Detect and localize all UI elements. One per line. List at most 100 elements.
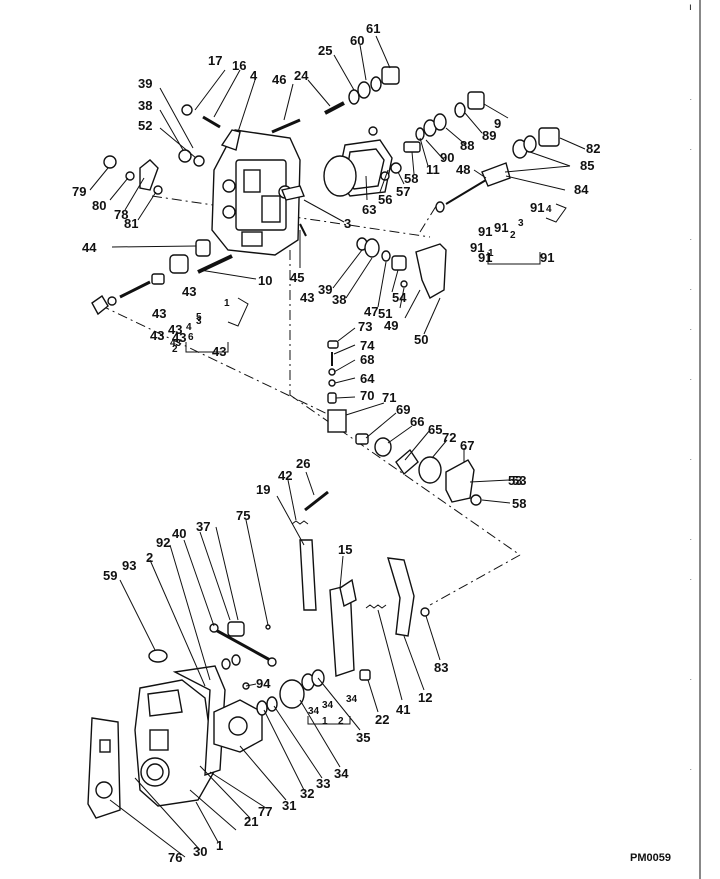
part-number-25: 25 — [318, 43, 332, 58]
lower-pump-assembly — [87, 490, 430, 819]
part-number-39: 39 — [138, 76, 152, 91]
group-label-g34-0: 34 — [308, 706, 320, 717]
part-number-34: 34 — [334, 766, 349, 781]
svg-text:.: . — [689, 535, 693, 542]
part-number-70: 70 — [360, 388, 374, 403]
part-number-41: 41 — [396, 702, 410, 717]
part-number-78: 78 — [114, 207, 128, 222]
part-number-24: 24 — [294, 68, 309, 83]
part-number-84: 84 — [574, 182, 589, 197]
part-number-81: 81 — [124, 216, 138, 231]
svg-text:.: . — [689, 765, 693, 772]
group-label-g43-0: 43 — [182, 284, 196, 299]
part-number-4: 4 — [250, 68, 258, 83]
part-number-11: 11 — [426, 162, 440, 177]
part-number-73: 73 — [358, 319, 372, 334]
group-label-g91-4: 91 — [478, 250, 492, 265]
part-number-56: 56 — [378, 192, 392, 207]
corner-mark: ı — [689, 2, 692, 13]
part-number-67: 67 — [460, 438, 474, 453]
part-number-15: 15 — [338, 542, 352, 557]
svg-text:.: . — [689, 575, 693, 582]
group-label-g91-6: 3 — [518, 218, 524, 229]
part-number-43: 43 — [300, 290, 314, 305]
part-number-75: 75 — [236, 508, 250, 523]
svg-text:.: . — [689, 285, 693, 292]
part-number-57: 57 — [396, 184, 410, 199]
part-number-50: 50 — [414, 332, 428, 347]
part-number-89: 89 — [482, 128, 496, 143]
group-label-g43-1: 43 — [152, 306, 166, 321]
part-number-91: 91 — [540, 250, 554, 265]
group-label-g34-2: 34 — [346, 694, 358, 705]
part-number-82: 82 — [586, 141, 600, 156]
part-number-1: 1 — [216, 838, 223, 853]
group-label-g91-1: 91 — [478, 224, 492, 239]
part-number-59: 59 — [103, 568, 117, 583]
part-number-9: 9 — [494, 116, 501, 131]
upper-housing-assembly — [91, 66, 560, 316]
part-number-52: 52 — [138, 118, 152, 133]
middle-stack-assembly — [327, 340, 482, 506]
part-number-74: 74 — [360, 338, 375, 353]
part-number-93: 93 — [122, 558, 136, 573]
part-number-37: 37 — [196, 519, 210, 534]
part-number-76: 76 — [168, 850, 182, 865]
part-number-45: 45 — [290, 270, 304, 285]
part-number-94: 94 — [256, 676, 271, 691]
part-number-38: 38 — [332, 292, 346, 307]
part-number-19: 19 — [256, 482, 270, 497]
part-number-49: 49 — [384, 318, 398, 333]
svg-text:.: . — [689, 675, 693, 682]
part-number-60: 60 — [350, 33, 364, 48]
part-number-79: 79 — [72, 184, 86, 199]
part-number-2: 2 — [146, 550, 153, 565]
drawing-code: PM0059 — [630, 852, 671, 864]
group-label-g91-0: 91 — [530, 200, 544, 215]
part-number-92: 92 — [156, 535, 170, 550]
leader-lines — [89, 35, 586, 858]
group-label-g34-1: 34 — [322, 700, 334, 711]
part-number-69: 69 — [396, 402, 410, 417]
group-label-g91-3: 91 — [470, 240, 484, 255]
part-number-85: 85 — [580, 158, 594, 173]
part-number-65: 65 — [428, 422, 442, 437]
group-label-g43-6: 5 — [196, 312, 202, 323]
part-number-83: 83 — [434, 660, 448, 675]
part-number-21: 21 — [244, 814, 258, 829]
group-label-g43-9: 6 — [188, 332, 194, 343]
part-number-33: 33 — [316, 776, 330, 791]
svg-text:.: . — [689, 95, 693, 102]
part-number-17: 17 — [208, 53, 222, 68]
group-label-g43-7: 4 — [186, 322, 192, 333]
part-number-58: 58 — [512, 496, 526, 511]
group-label-g34-4: 1 — [322, 716, 328, 727]
part-number-22: 22 — [375, 712, 389, 727]
part-number-54: 54 — [392, 290, 407, 305]
part-number-48: 48 — [456, 162, 470, 177]
part-number-61: 61 — [366, 21, 380, 36]
part-number-72: 72 — [442, 430, 456, 445]
group-label-g43-3: 43 — [172, 330, 186, 345]
group-label-g91-2: 91 — [494, 220, 508, 235]
group-label-g43-4: 43 — [150, 328, 164, 343]
part-number-64: 64 — [360, 371, 375, 386]
group-label-g91-8: 1 — [488, 248, 494, 259]
part-number-77: 77 — [258, 804, 272, 819]
part-number-46: 46 — [272, 72, 286, 87]
part-number-44: 44 — [82, 240, 97, 255]
part-number-58: 58 — [404, 171, 418, 186]
part-number-53: 53 — [508, 473, 522, 488]
part-number-12: 12 — [418, 690, 432, 705]
part-number-30: 30 — [193, 844, 207, 859]
part-number-88: 88 — [460, 138, 474, 153]
group-label-g91-5: 4 — [546, 204, 552, 215]
part-number-68: 68 — [360, 352, 374, 367]
part-number-43: 43 — [212, 344, 226, 359]
part-number-53: 53 — [512, 473, 526, 488]
part-number-66: 66 — [410, 414, 424, 429]
right-margin-marks: . . . . . . . . . . . — [689, 95, 693, 772]
part-number-42: 42 — [278, 468, 292, 483]
part-number-80: 80 — [92, 198, 106, 213]
